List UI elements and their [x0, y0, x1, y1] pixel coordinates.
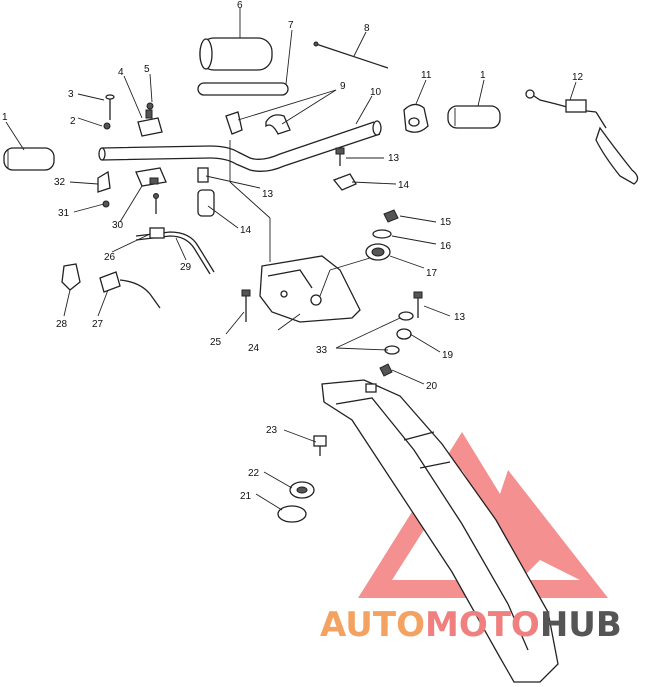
right-grip — [447, 105, 501, 129]
callout-30: 30 — [112, 220, 124, 231]
steering-plate — [259, 255, 361, 323]
callout-21: 21 — [240, 491, 252, 502]
watermark-text: AUTOMOTOHUB — [320, 605, 622, 645]
callout-11: 11 — [421, 70, 432, 81]
cable-29 — [135, 231, 215, 275]
handlebar — [98, 120, 382, 172]
callout-7: 7 — [288, 20, 294, 31]
gasket-21 — [277, 505, 307, 523]
callout-25: 25 — [210, 337, 222, 348]
washer-33-a — [398, 311, 414, 321]
callout-31: 31 — [58, 208, 70, 219]
nut-2 — [103, 122, 111, 130]
callout-13-center: 13 — [262, 189, 274, 200]
callout-9: 9 — [340, 81, 346, 92]
callout-1-left: 1 — [2, 112, 8, 123]
callout-13-right: 13 — [388, 153, 400, 164]
callout-16: 16 — [440, 241, 452, 252]
callout-32: 32 — [54, 177, 66, 188]
callout-14-right: 14 — [398, 180, 410, 191]
callout-24: 24 — [248, 343, 260, 354]
watermark-logo — [358, 432, 608, 598]
bolt-25 — [241, 289, 251, 322]
kill-switch-27 — [99, 271, 161, 309]
screw-5 — [146, 102, 154, 110]
leader-lines — [5, 8, 577, 511]
callout-20: 20 — [426, 381, 438, 392]
nut-15 — [383, 209, 399, 223]
callout-23: 23 — [266, 425, 278, 436]
throttle-assembly — [525, 89, 639, 185]
callout-28: 28 — [56, 319, 68, 330]
callout-33: 33 — [316, 345, 328, 356]
pad-rod — [313, 41, 389, 69]
callout-1-right: 1 — [480, 70, 486, 81]
callout-2: 2 — [70, 116, 76, 127]
watermark-auto: AUTO — [320, 605, 425, 645]
watermark-triangle-mark — [358, 432, 608, 598]
bracket-32 — [97, 170, 111, 193]
callout-19: 19 — [442, 350, 454, 361]
svg-text:AUTOMOTOHUB: AUTOMOTOHUB — [320, 605, 622, 645]
bolt-3 — [105, 94, 115, 120]
washer-16 — [372, 229, 392, 239]
crossbar-clamps — [225, 111, 291, 135]
bracket-14-right — [332, 173, 357, 191]
callout-10: 10 — [370, 87, 382, 98]
watermark-hub: HUB — [540, 605, 622, 645]
bushing-13-left — [197, 167, 209, 183]
screw-30 — [153, 193, 159, 214]
callout-15: 15 — [440, 217, 452, 228]
callout-27: 27 — [92, 319, 104, 330]
crossbar — [197, 82, 289, 96]
bolt-13-right — [335, 147, 345, 166]
callout-8: 8 — [364, 23, 370, 34]
watermark-moto: MOTO — [425, 605, 540, 645]
callout-4: 4 — [118, 67, 124, 78]
callout-14-center: 14 — [240, 225, 252, 236]
bearing-17 — [365, 243, 391, 261]
callout-22: 22 — [248, 468, 260, 479]
callout-26: 26 — [104, 252, 116, 263]
callout-6: 6 — [237, 0, 243, 11]
switch-housing-30 — [135, 167, 167, 187]
callout-labels: 1 2 3 4 5 6 7 8 9 10 11 1 12 13 14 13 14… — [2, 0, 584, 502]
steering-post — [321, 379, 559, 683]
callout-29: 29 — [180, 262, 192, 273]
sensor-23 — [313, 435, 327, 456]
spacer-14-left — [197, 189, 215, 217]
handlebar-pad — [199, 37, 273, 71]
bolt-18 — [413, 291, 423, 318]
callout-13-lower: 13 — [454, 312, 466, 323]
ignition-26 — [149, 227, 165, 239]
cap-22 — [289, 481, 315, 499]
callout-17: 17 — [426, 268, 438, 279]
callout-12: 12 — [572, 72, 584, 83]
nut-20 — [379, 363, 393, 377]
callout-5: 5 — [144, 64, 150, 75]
washer-19 — [396, 328, 412, 340]
end-cap — [403, 103, 429, 133]
callout-3: 3 — [68, 89, 74, 100]
switch-4 — [137, 109, 163, 137]
left-grip — [3, 147, 55, 171]
clip-28 — [61, 263, 81, 291]
